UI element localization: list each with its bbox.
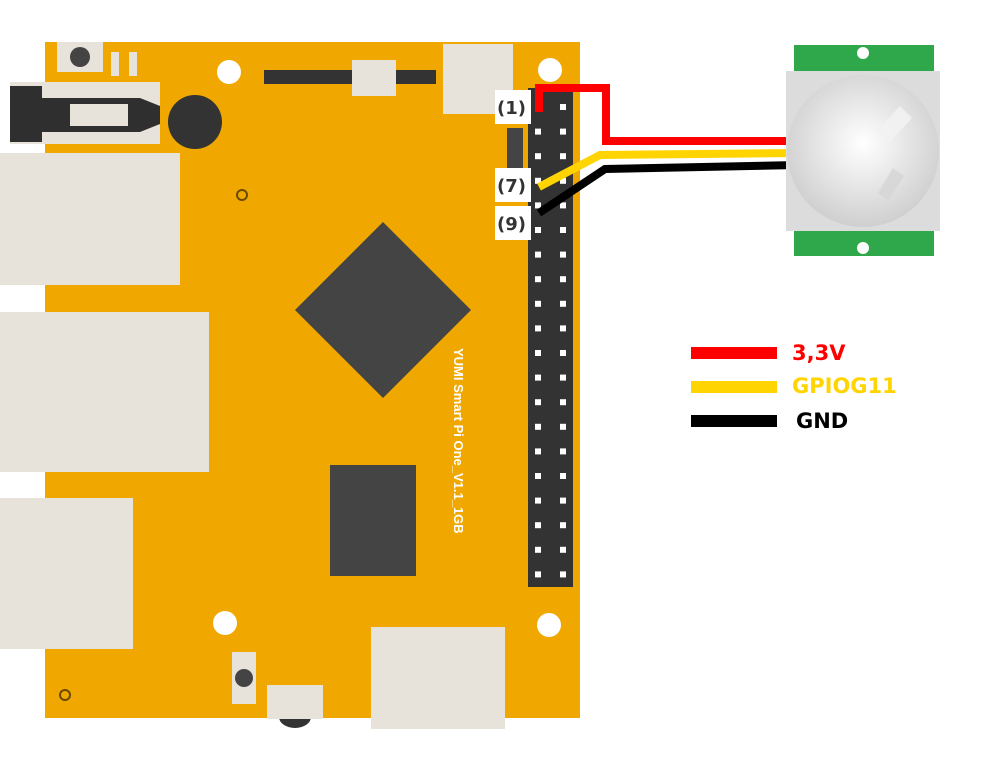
gpio-pin bbox=[535, 571, 541, 578]
gpio-pin bbox=[560, 350, 566, 356]
capacitor bbox=[168, 95, 222, 149]
gpio-pin bbox=[535, 128, 541, 135]
gpio-pins bbox=[535, 104, 566, 578]
gpio-pin bbox=[535, 473, 541, 479]
hdmi-port bbox=[371, 627, 505, 729]
gpio-pin bbox=[560, 448, 566, 455]
via-bottom bbox=[59, 689, 71, 701]
pin-label-9: (9) bbox=[495, 206, 531, 240]
ribbon-connector-latch bbox=[352, 60, 396, 96]
gpio-pin bbox=[535, 177, 541, 184]
gpio-pin bbox=[560, 325, 566, 332]
gpio-pin bbox=[535, 448, 541, 455]
gpio-header bbox=[528, 88, 573, 587]
micro-usb-port bbox=[267, 685, 323, 719]
ethernet-port bbox=[0, 312, 209, 472]
sensor-dome bbox=[787, 75, 939, 227]
pin-label-7-text: (7) bbox=[497, 176, 526, 197]
gpio-pin bbox=[535, 497, 541, 504]
usb-port-bottom bbox=[0, 498, 133, 649]
ram-chip bbox=[330, 465, 416, 576]
gpio-pin bbox=[535, 325, 541, 332]
button-cap bbox=[70, 47, 90, 67]
board-silkscreen: YUMI Smart Pi One_V1.1_1GB bbox=[451, 348, 466, 534]
pin-label-7: (7) bbox=[495, 168, 531, 202]
pin-label-1-bg bbox=[495, 90, 531, 124]
gpio-pin bbox=[560, 276, 566, 283]
gpio-pin bbox=[535, 374, 541, 381]
gpio-pin bbox=[535, 153, 541, 160]
gpio-pin bbox=[535, 546, 541, 553]
mount-hole-top-right bbox=[538, 58, 562, 82]
gpio-pin bbox=[535, 350, 541, 356]
switch-knob bbox=[235, 669, 253, 687]
gpio-pin bbox=[535, 423, 541, 430]
gpio-pin bbox=[560, 153, 566, 160]
legend-swatch-3v3 bbox=[691, 347, 777, 359]
wire-3v3 bbox=[535, 84, 798, 145]
gpio-pin bbox=[560, 522, 566, 529]
usb-port-top bbox=[0, 153, 180, 285]
gpio-pin bbox=[560, 104, 566, 110]
smart-pi-board: YUMI Smart Pi One_V1.1_1GB bbox=[0, 42, 580, 729]
gpio-pin bbox=[535, 202, 541, 209]
cpu-chip bbox=[295, 222, 471, 398]
sensor-hole-top bbox=[857, 47, 869, 59]
gpio-pin bbox=[560, 251, 566, 258]
gpio-pin bbox=[560, 546, 566, 553]
gpio-pin bbox=[560, 177, 566, 184]
pir-sensor bbox=[786, 45, 940, 256]
gpio-pin bbox=[535, 300, 541, 307]
ribbon-connector bbox=[264, 70, 436, 84]
via-top bbox=[236, 189, 248, 201]
audio-jack-inner bbox=[70, 104, 128, 126]
mount-hole-bottom-left bbox=[213, 611, 237, 635]
gpio-pin bbox=[560, 571, 566, 578]
legend: 3,3V GPIOG11 GND bbox=[691, 341, 897, 433]
pin-label-1-text: (1) bbox=[497, 98, 526, 119]
pin-label-9-bg bbox=[495, 206, 531, 240]
mount-hole-bottom-right bbox=[537, 613, 561, 637]
pin-label-9-text: (9) bbox=[497, 214, 526, 235]
led-1 bbox=[111, 52, 119, 76]
audio-jack-dark bbox=[10, 86, 42, 142]
sensor-dome-highlight-2 bbox=[878, 168, 904, 201]
gpio-pin bbox=[535, 522, 541, 529]
pin-label-1: (1) bbox=[495, 90, 531, 124]
legend-swatch-gpiog11 bbox=[691, 381, 777, 393]
wire-gpiog11 bbox=[537, 149, 799, 191]
mount-hole-top-left bbox=[217, 60, 241, 84]
gpio-pin bbox=[560, 399, 566, 406]
gpio-pin bbox=[535, 227, 541, 233]
gpio-pin bbox=[560, 128, 566, 135]
wires bbox=[535, 84, 799, 217]
legend-label-gnd: GND bbox=[796, 409, 848, 433]
led-2 bbox=[129, 52, 137, 76]
gpio-pin bbox=[535, 399, 541, 406]
gpio-pin bbox=[560, 473, 566, 479]
gpio-pin bbox=[560, 374, 566, 381]
gpio-pin bbox=[560, 423, 566, 430]
gpio-pin bbox=[560, 497, 566, 504]
gpio-pin bbox=[560, 300, 566, 307]
pin-label-7-bg bbox=[495, 168, 531, 202]
gpio-pin bbox=[535, 251, 541, 258]
legend-label-3v3: 3,3V bbox=[792, 341, 846, 365]
gpio-pin bbox=[560, 227, 566, 233]
wire-gnd bbox=[536, 161, 799, 217]
gpio-pin bbox=[535, 276, 541, 283]
sensor-hole-bottom bbox=[857, 242, 869, 254]
sensor-dome-highlight-1 bbox=[877, 106, 912, 143]
legend-label-gpiog11: GPIOG11 bbox=[792, 374, 897, 398]
legend-swatch-gnd bbox=[691, 415, 777, 427]
gpio-pin bbox=[560, 202, 566, 209]
